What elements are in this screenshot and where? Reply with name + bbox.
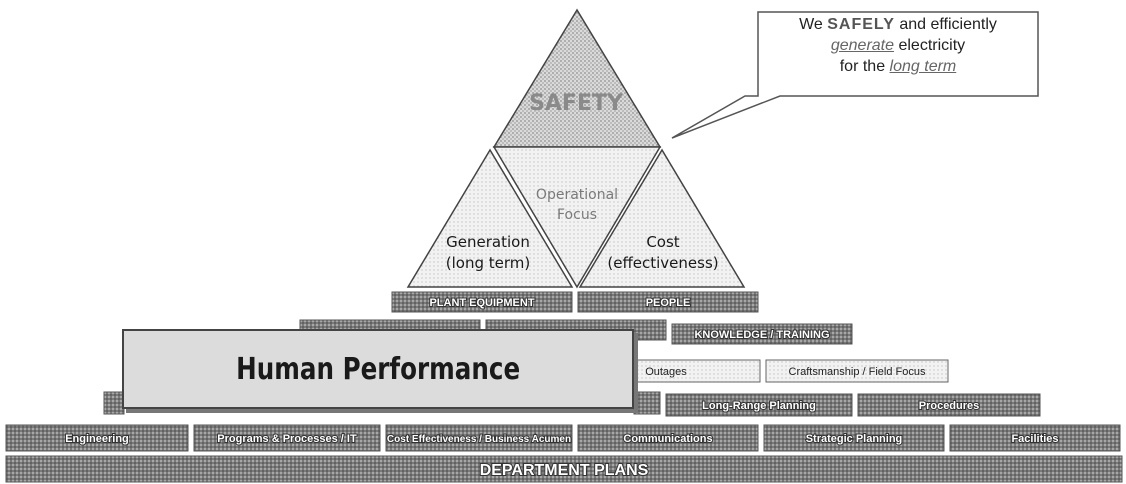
bar-programs-processes: [193, 424, 381, 452]
triangle-operational-focus: [492, 146, 662, 289]
callout-line-2-post: electricity: [898, 37, 966, 54]
bar-people: [577, 291, 759, 313]
bar-programs-processes-label: Programs & Processes / IT: [217, 433, 357, 445]
bar-outages-label: Outages: [645, 366, 687, 378]
bar-facilities-label: Facilities: [1011, 433, 1058, 445]
callout-text: We SAFELY and efficiently generate elect…: [758, 14, 1038, 77]
triangle-generation: [406, 148, 574, 288]
bar-row4-middle: [633, 391, 661, 415]
bar-cost-effectiveness: [385, 424, 573, 452]
triangle-cost-label-2: (effectiveness): [607, 254, 718, 272]
bar-long-range-planning-label: Long-Range Planning: [702, 400, 816, 412]
bar-strategic-planning: [763, 424, 945, 452]
triangle-cost: [578, 148, 746, 288]
triangle-safety-label: SAFETY: [529, 91, 624, 116]
bar-engineering: [5, 424, 189, 452]
callout-line-1: We SAFELY and efficiently: [758, 14, 1038, 35]
callout-bubble: [671, 11, 1039, 139]
triangle-generation-label-1: Generation: [446, 233, 530, 251]
bar-plant-equipment-label: PLANT EQUIPMENT: [429, 297, 534, 309]
callout-line-3: for the long term: [758, 56, 1038, 77]
triangle-generation-label-2: (long term): [446, 254, 530, 272]
bar-knowledge-training-label: KNOWLEDGE / TRAINING: [694, 329, 829, 341]
triangle-operational-label-1: Operational: [536, 187, 618, 203]
triangle-safety: [492, 8, 662, 148]
bar-outages: [633, 359, 761, 383]
bar-engineering-label: Engineering: [65, 433, 129, 445]
bar-craftsmanship-label: Craftsmanship / Field Focus: [789, 366, 926, 378]
callout-safely: SAFELY: [827, 16, 895, 33]
bar-plant-equipment: [391, 291, 573, 313]
bar-department-plans: [5, 455, 1123, 483]
bar-communications: [577, 424, 759, 452]
triangle-cost-label-1: Cost: [646, 233, 679, 251]
callout-line-1-post: and efficiently: [899, 16, 997, 33]
bar-procedures-label: Procedures: [919, 400, 980, 412]
bar-department-plans-label: DEPARTMENT PLANS: [480, 462, 649, 479]
bar-craftsmanship: [765, 359, 949, 383]
bar-cost-effectiveness-label: Cost Effectiveness / Business Acumen: [387, 434, 571, 445]
bar-facilities: [949, 424, 1121, 452]
bar-knowledge-training: [671, 323, 853, 345]
callout-line-3-pre: for the: [839, 58, 886, 75]
human-performance-label: Human Performance: [235, 351, 520, 387]
bar-strategic-planning-label: Strategic Planning: [806, 433, 903, 445]
triangle-operational-label-2: Focus: [557, 207, 597, 223]
bar-procedures: [857, 393, 1041, 417]
bar-people-label: PEOPLE: [646, 297, 691, 309]
callout-long-term: long term: [889, 58, 957, 75]
callout-line-2: generate electricity: [758, 35, 1038, 56]
callout-generate: generate: [830, 37, 895, 54]
bar-long-range-planning: [665, 393, 853, 417]
callout-line-1-pre: We: [799, 16, 823, 33]
bar-communications-label: Communications: [623, 433, 712, 445]
human-performance-box: Human Performance: [122, 329, 634, 409]
bar-row4-left: [103, 391, 125, 415]
